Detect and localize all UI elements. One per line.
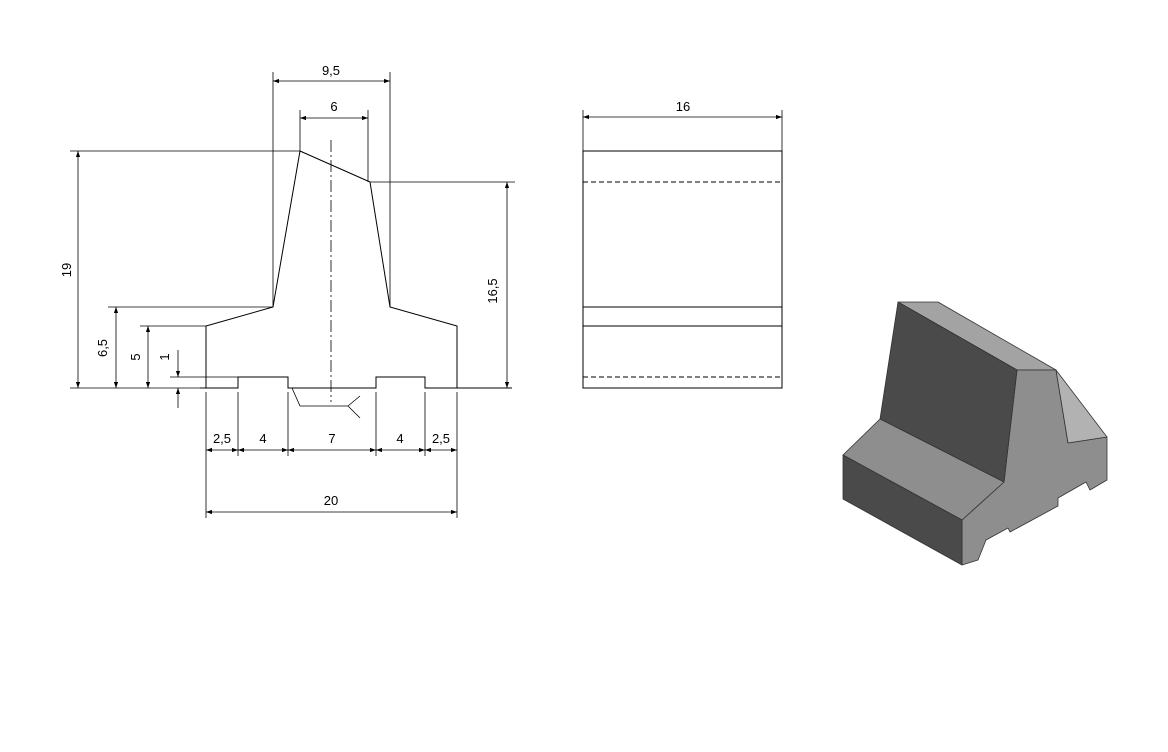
extension-lines [70, 72, 515, 518]
side-view [582, 110, 783, 389]
dim-label-2-5-left: 2,5 [213, 431, 231, 446]
front-view [200, 140, 512, 419]
side-view-outline [582, 150, 783, 389]
iso-front-block [842, 454, 963, 566]
dim-label-16-5: 16,5 [485, 278, 500, 303]
dim-label-5: 5 [128, 353, 143, 360]
dim-label-7: 7 [328, 431, 335, 446]
front-view-outline [205, 150, 458, 389]
surface-finish-symbol [291, 387, 361, 419]
dim-label-6-5: 6,5 [95, 339, 110, 357]
iso-back-shoulder [1055, 369, 1108, 444]
dimension-lines [75, 78, 782, 515]
isometric-view [842, 301, 1108, 566]
dim-label-9-5: 9,5 [322, 63, 340, 78]
dim-label-4-right: 4 [396, 431, 403, 446]
dim-label-16: 16 [676, 99, 690, 114]
dim-label-20: 20 [324, 493, 338, 508]
dim-label-4-left: 4 [259, 431, 266, 446]
dim-label-19: 19 [59, 263, 74, 277]
dim-label-6: 6 [330, 99, 337, 114]
dim-label-1: 1 [157, 353, 172, 360]
dimension-labels: 9,5 6 19 6,5 5 1 16,5 2,5 4 7 4 2,5 20 1… [59, 63, 690, 508]
dim-label-2-5-right: 2,5 [432, 431, 450, 446]
